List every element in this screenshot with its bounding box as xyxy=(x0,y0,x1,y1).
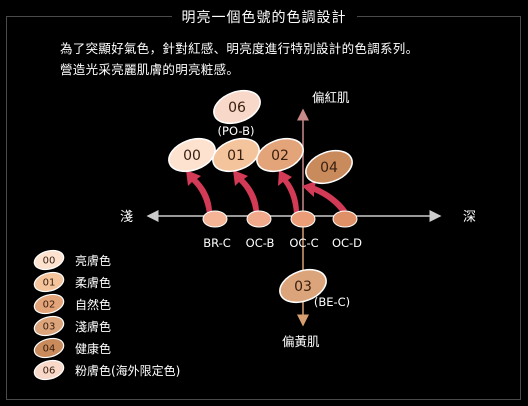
legend-item-06: 06 粉膚色(海外限定色) xyxy=(32,359,212,381)
base-shade-label-brc: BR-C xyxy=(203,236,231,250)
base-shade-label-occ: OC-C xyxy=(289,236,318,250)
legend-swatch-01: 01 xyxy=(33,271,65,293)
svg-text:00: 00 xyxy=(43,256,56,267)
legend-item-03: 03 淺膚色 xyxy=(32,315,212,337)
arrow-brc-00 xyxy=(186,170,212,214)
shade-03-ellipse xyxy=(279,268,327,304)
shade-06-num: 06 xyxy=(228,100,246,116)
legend-swatch-02: 02 xyxy=(33,293,65,315)
svg-text:04: 04 xyxy=(43,344,56,355)
shade-00-ellipse xyxy=(168,137,216,173)
legend-swatch-03: 03 xyxy=(33,315,65,337)
legend-label-01: 柔膚色 xyxy=(75,276,112,290)
shade-03-num: 03 xyxy=(294,279,312,295)
shade-04: 04 xyxy=(305,149,353,185)
legend-swatch-06: 06 xyxy=(33,359,65,381)
shade-02: 02 xyxy=(256,137,304,173)
svg-text:01: 01 xyxy=(43,278,56,289)
shade-04-ellipse xyxy=(305,149,353,185)
shade-04-num: 04 xyxy=(320,160,338,176)
shade-00: 00 xyxy=(168,137,216,173)
legend-item-01: 01 柔膚色 xyxy=(32,271,212,293)
legend-item-00: 00 亮膚色 xyxy=(32,249,212,271)
axis-label-bottom: 偏黃肌 xyxy=(282,334,320,349)
legend-swatch-00: 00 xyxy=(33,249,65,271)
axis-label-left: 淺 xyxy=(120,210,133,225)
axis-label-top: 偏紅肌 xyxy=(312,90,350,105)
legend-label-00: 亮膚色 xyxy=(75,254,112,268)
page-title: 明亮一個色號的色調設計 xyxy=(0,7,528,27)
arrow-occ-02 xyxy=(278,170,299,214)
description: 為了突顯好氣色，針對紅感、明亮度進行特別設計的色調系列。 營造光采亮麗肌膚的明亮… xyxy=(60,38,418,80)
shade-01-num: 01 xyxy=(227,148,245,164)
svg-text:02: 02 xyxy=(43,300,56,311)
legend-label-04: 健康色 xyxy=(75,342,112,356)
legend-label-06: 粉膚色(海外限定色) xyxy=(75,364,181,378)
legend-item-04: 04 健康色 xyxy=(32,337,212,359)
red-arrows xyxy=(186,170,347,214)
description-line-1: 為了突顯好氣色，針對紅感、明亮度進行特別設計的色調系列。 xyxy=(60,41,419,56)
shade-06-tag: (PO-B) xyxy=(218,124,255,138)
shade-02-ellipse xyxy=(256,137,304,173)
description-line-2: 營造光采亮麗肌膚的明亮粧感。 xyxy=(60,62,240,77)
legend-label-03: 淺膚色 xyxy=(75,320,112,334)
base-shade-label-ocd: OC-D xyxy=(332,236,362,250)
shade-03-tag: (BE-C) xyxy=(314,295,350,309)
legend-swatch-04: 04 xyxy=(33,337,65,359)
arrow-ocb-01 xyxy=(233,170,259,214)
shade-06-ellipse xyxy=(213,89,261,125)
base-shade-ocb-dot xyxy=(246,210,272,228)
base-shade-ocd-dot xyxy=(332,210,358,228)
arrow-ocd-04 xyxy=(302,181,347,214)
shade-01: 01 xyxy=(212,137,260,173)
base-shade-brc-dot xyxy=(202,210,228,228)
legend-item-02: 02 自然色 xyxy=(32,293,212,315)
page-title-text: 明亮一個色號的色調設計 xyxy=(171,10,357,26)
axis-label-right: 深 xyxy=(463,210,476,225)
svg-text:03: 03 xyxy=(43,322,56,333)
base-shade-label-ocb: OC-B xyxy=(246,236,275,250)
shade-00-num: 00 xyxy=(183,148,201,164)
shade-01-ellipse xyxy=(212,137,260,173)
shade-02-num: 02 xyxy=(271,148,289,164)
shade-03: 03 xyxy=(279,268,327,304)
shade-06: 06 xyxy=(213,89,261,125)
svg-text:06: 06 xyxy=(43,366,56,377)
legend-label-02: 自然色 xyxy=(75,298,112,312)
base-shade-occ-dot xyxy=(290,210,316,228)
